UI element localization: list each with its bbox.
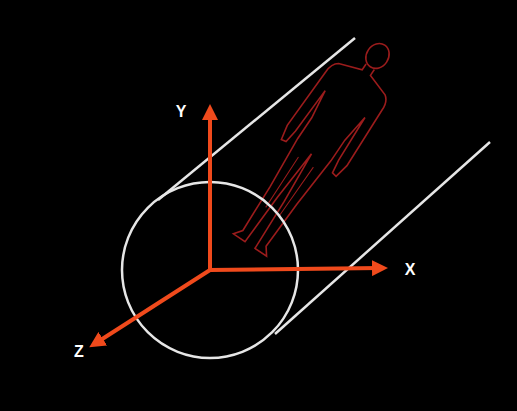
y-axis [208,112,212,270]
patient-outline [220,25,414,265]
x-axis [210,268,380,270]
z-axis [96,270,210,343]
axis-label: Y [176,104,187,120]
bore-edge [158,38,355,200]
bore-edge [275,142,490,334]
axis-label: Z [74,344,84,360]
axis-label: X [405,262,416,278]
axes [96,112,380,343]
